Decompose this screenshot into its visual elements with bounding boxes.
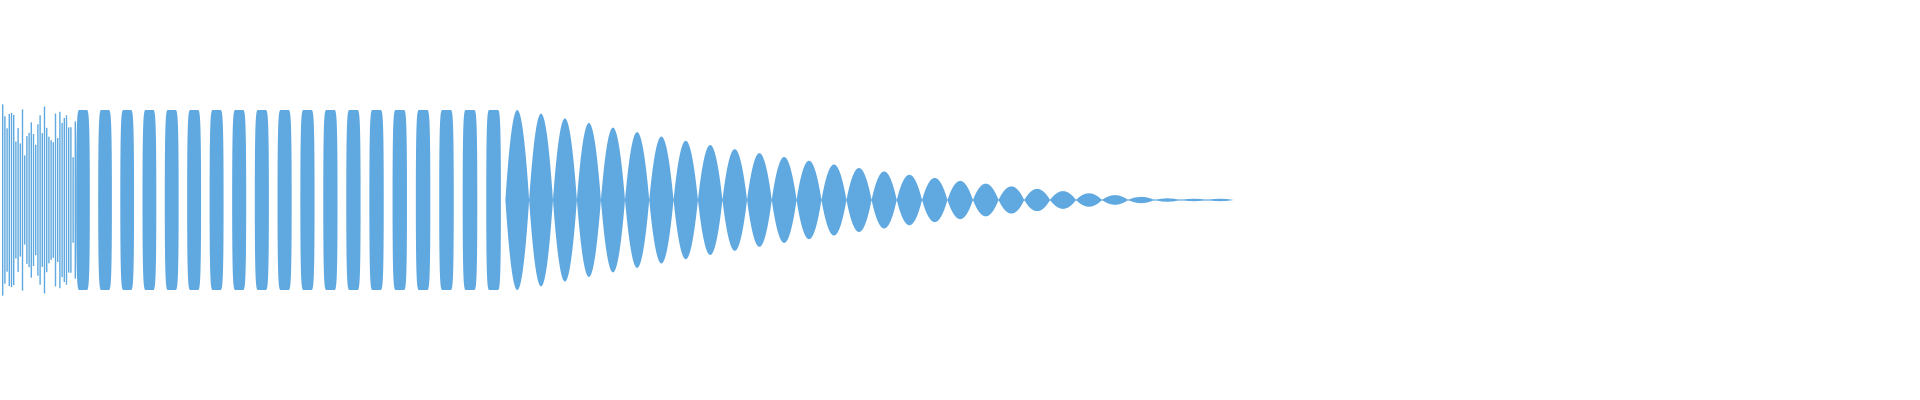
waveform-lobe — [278, 110, 292, 290]
waveform-lobe — [76, 110, 90, 290]
waveform-lobe — [463, 110, 478, 290]
waveform-lobe — [142, 110, 156, 290]
waveform-lobe — [369, 110, 383, 290]
waveform-lobe — [210, 110, 224, 290]
waveform-lobe — [393, 110, 407, 290]
waveform-lobe — [439, 110, 454, 290]
waveform-lobe — [232, 110, 246, 290]
waveform-lobe — [165, 110, 179, 290]
waveform-lobe — [486, 110, 501, 290]
waveform-lobe — [255, 110, 269, 290]
waveform-centerline — [511, 199, 1215, 200]
waveform-attack — [2, 104, 76, 295]
waveform-lobe — [346, 110, 360, 290]
waveform-lobe — [416, 110, 430, 290]
waveform-lobe — [98, 110, 112, 290]
waveform-lobe — [187, 110, 201, 290]
waveform-lobe — [300, 110, 314, 290]
waveform-lobe — [323, 110, 337, 290]
waveform-lobe — [120, 110, 134, 290]
